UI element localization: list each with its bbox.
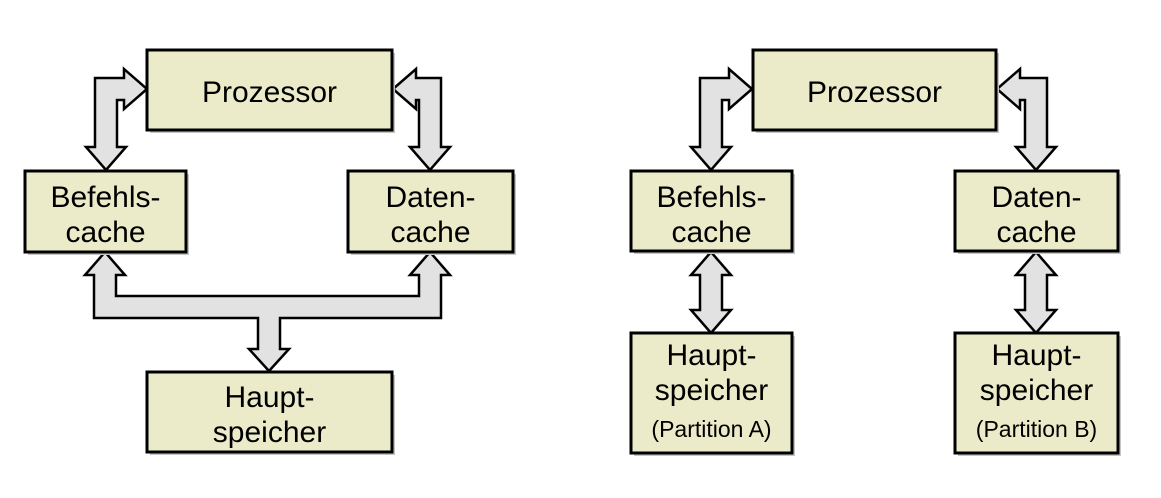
daten-cache-label-line1: Daten-	[991, 181, 1081, 214]
haupt-speicher-b-label-line1: Haupt-	[991, 339, 1081, 372]
befehls-cache-box	[23, 169, 188, 254]
haupt-speicher-label-line1: Haupt-	[224, 381, 314, 414]
left-architecture-diagram: Prozessor Befehls- cache Daten- cache Ha…	[23, 48, 516, 455]
prozessor-label: Prozessor	[807, 76, 942, 109]
befehls-cache-label-line1: Befehls-	[50, 181, 160, 214]
prozessor-datencache-arrow	[391, 66, 453, 172]
hauptspeicher-caches-arrow	[82, 250, 453, 373]
datencache-hauptspeicher-b-arrow	[1013, 250, 1059, 335]
partition-a-label: (Partition A)	[651, 416, 771, 442]
prozessor-box	[145, 48, 394, 132]
prozessor-datencache-arrow	[995, 66, 1059, 172]
befehls-cache-box	[629, 169, 794, 253]
partition-b-label: (Partition B)	[976, 416, 1097, 442]
prozessor-befehlscache-arrow	[83, 66, 149, 172]
befehls-cache-label-line2: cache	[65, 216, 145, 249]
haupt-speicher-partition-b-box	[953, 331, 1120, 455]
haupt-speicher-label-line2: speicher	[213, 416, 326, 449]
prozessor-box	[751, 48, 998, 132]
daten-cache-box	[346, 169, 515, 254]
prozessor-befehlscache-arrow	[688, 66, 754, 172]
haupt-speicher-a-label-line1: Haupt-	[666, 339, 756, 372]
haupt-speicher-a-label-line2: speicher	[655, 374, 768, 407]
daten-cache-label-line2: cache	[996, 216, 1076, 249]
haupt-speicher-b-label-line2: speicher	[980, 374, 1093, 407]
right-architecture-diagram: Prozessor Befehls- cache Daten- cache Ha…	[629, 48, 1121, 456]
befehls-cache-label-line1: Befehls-	[656, 181, 766, 214]
daten-cache-label-line2: cache	[390, 216, 470, 249]
daten-cache-label-line1: Daten-	[385, 181, 475, 214]
befehls-cache-label-line2: cache	[671, 216, 751, 249]
haupt-speicher-box	[145, 370, 394, 454]
daten-cache-box	[953, 169, 1120, 253]
haupt-speicher-partition-a-box	[629, 331, 794, 455]
prozessor-label: Prozessor	[202, 76, 337, 109]
befehlscache-hauptspeicher-a-arrow	[688, 250, 734, 335]
